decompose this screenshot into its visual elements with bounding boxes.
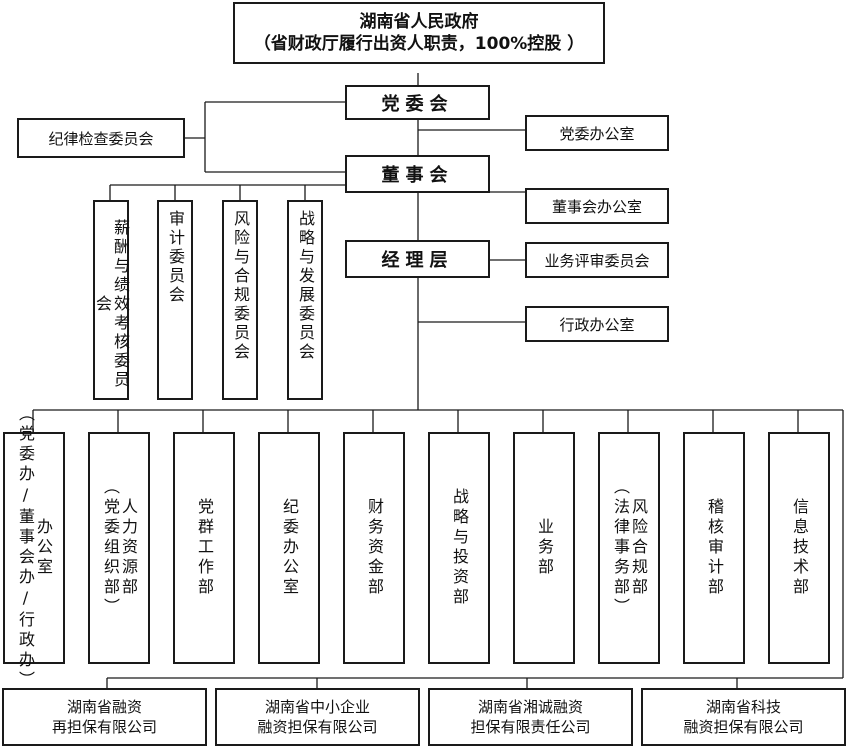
department-name: 业务部	[535, 518, 554, 578]
department-box: 党群工作部	[173, 432, 235, 664]
subsidiary-name-line2: 融资担保有限公司	[257, 718, 378, 736]
subsidiary-name-line2: 融资担保有限公司	[683, 718, 804, 736]
department-name: 信息技术部	[790, 498, 809, 598]
subsidiary-name-line2: 担保有限责任公司	[470, 718, 591, 736]
board-committee-box: 审计委员会	[157, 200, 193, 400]
department-box: 纪委办公室	[258, 432, 320, 664]
subsidiary-box: 湖南省中小企业 融资担保有限公司	[215, 688, 420, 746]
board-label: 董事会	[381, 165, 454, 186]
review-committee-box: 业务评审委员会	[525, 242, 669, 278]
department-name: 党群工作部	[195, 498, 214, 598]
audit-committee-label: 审计委员会	[166, 210, 185, 305]
review-committee-label: 业务评审委员会	[544, 251, 650, 270]
management-label: 经理层	[381, 250, 454, 271]
department-name: 纪委办公室	[280, 498, 299, 598]
department-note: （党委组织部）	[101, 478, 120, 618]
ownership-note: （省财政厅履行出资人职责，100%控股 ）	[253, 34, 585, 54]
department-name: 财务资金部	[365, 498, 384, 598]
board-committee-box: 战略与发展委员会	[287, 200, 323, 400]
department-box: 战略与投资部	[428, 432, 490, 664]
party-committee-label: 党委会	[381, 93, 454, 115]
subsidiary-box: 湖南省湘诚融资 担保有限责任公司	[428, 688, 633, 746]
department-box: 稽核审计部	[683, 432, 745, 664]
party-office-label: 党委办公室	[559, 124, 635, 143]
department-name: 战略与投资部	[450, 488, 469, 608]
department-note: （党委办/董事会办/行政办）	[16, 405, 35, 691]
department-note: （法律事务部）	[611, 478, 630, 618]
department-box: 人力资源部 （党委组织部）	[88, 432, 150, 664]
department-box: 财务资金部	[343, 432, 405, 664]
subsidiary-name-line1: 湖南省科技	[705, 698, 781, 716]
subsidiary-name-line1: 湖南省融资	[66, 698, 142, 716]
board-office-label: 董事会办公室	[551, 197, 642, 216]
department-box: 业务部	[513, 432, 575, 664]
department-name: 风险合规部	[629, 498, 648, 598]
department-name: 办公室	[34, 518, 53, 578]
department-box: 风险合规部 （法律事务部）	[598, 432, 660, 664]
board-office-box: 董事会办公室	[525, 188, 669, 224]
subsidiary-name-line1: 湖南省湘诚融资	[477, 698, 583, 716]
subsidiary-name-line2: 再担保有限公司	[51, 718, 157, 736]
subsidiary-box: 湖南省融资 再担保有限公司	[2, 688, 207, 746]
party-office-box: 党委办公室	[525, 115, 669, 151]
strategy-committee-label: 战略与发展委员会	[296, 210, 315, 362]
party-committee-box: 党委会	[345, 85, 490, 120]
board-committee-box: 薪酬与绩效考核委员会	[93, 200, 130, 400]
admin-office-label: 行政办公室	[559, 315, 635, 334]
admin-office-box: 行政办公室	[525, 306, 669, 342]
department-name: 稽核审计部	[705, 498, 724, 598]
provincial-government-box: 湖南省人民政府 （省财政厅履行出资人职责，100%控股 ）	[233, 2, 605, 64]
subsidiary-box: 湖南省科技 融资担保有限公司	[641, 688, 846, 746]
board-committee-box: 风险与合规委员会	[222, 200, 258, 400]
risk-committee-label: 风险与合规委员会	[231, 210, 250, 362]
discipline-committee-label: 纪律检查委员会	[48, 129, 154, 148]
board-box: 董事会	[345, 155, 490, 193]
department-box: 办公室 （党委办/董事会办/行政办）	[3, 405, 65, 691]
discipline-committee-box: 纪律检查委员会	[17, 118, 185, 158]
department-name: 人力资源部	[119, 498, 138, 598]
subsidiary-name-line1: 湖南省中小企业	[264, 698, 370, 716]
department-box: 信息技术部	[768, 432, 830, 664]
government-name: 湖南省人民政府	[359, 12, 479, 32]
compensation-committee-label: 薪酬与绩效考核委员会	[93, 218, 130, 390]
management-box: 经理层	[345, 240, 490, 278]
